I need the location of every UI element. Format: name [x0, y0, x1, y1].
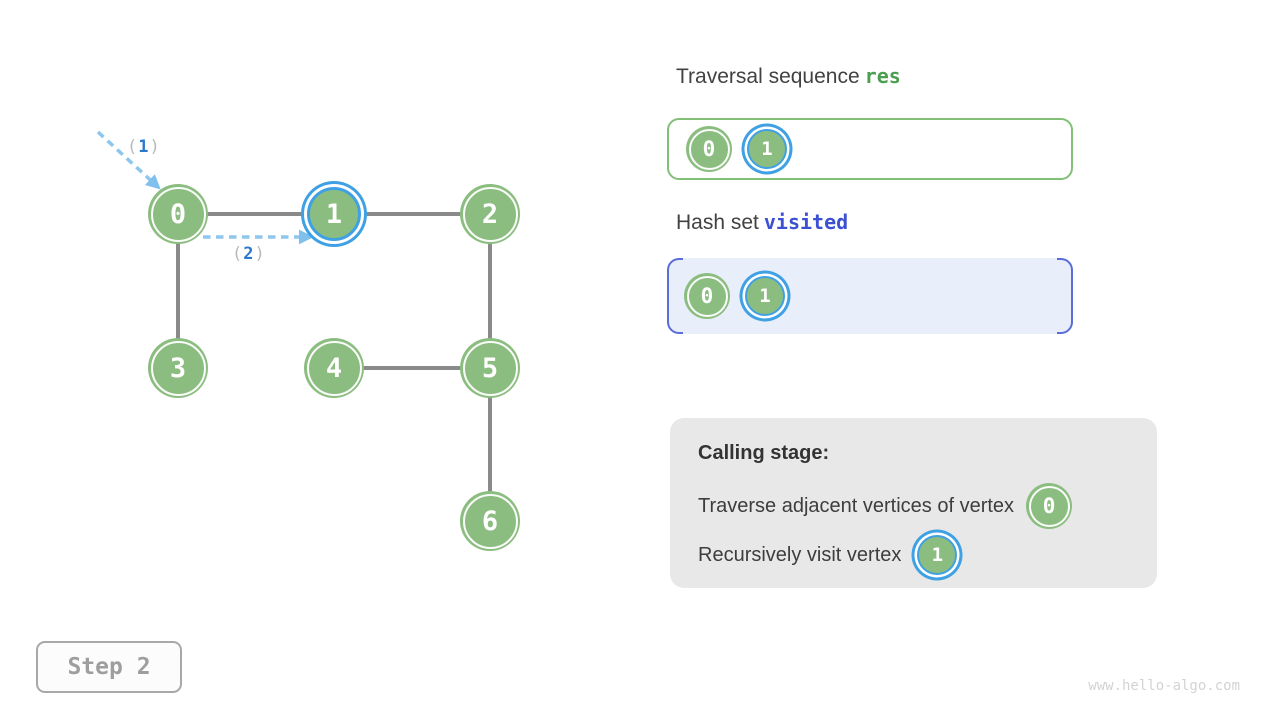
hash-set-item-label: 1 [759, 285, 771, 307]
vertex-label: 6 [481, 505, 499, 537]
graph-vertex-1-highlighted: 1 [307, 187, 361, 241]
vertex-label: 2 [481, 198, 499, 230]
hash-set-item-label: 0 [700, 284, 714, 308]
graph-vertex-0: 0 [148, 184, 208, 244]
hash-set-label: Hash set [676, 211, 759, 234]
hash-set-box: 0 1 [667, 258, 1073, 334]
calling-stage-title: Calling stage: [698, 442, 830, 464]
watermark: www.hello-algo.com [1088, 678, 1240, 694]
calling-stage-line-1: Traverse adjacent vertices of vertex 0 [698, 482, 1129, 530]
calling-stage-vertex-0: 0 [1026, 483, 1073, 529]
arrow-order-label-2: (2) [232, 244, 266, 264]
calling-stage-vertex-1-highlighted: 1 [917, 535, 958, 575]
calling-stage-line-2: Recursively visit vertex 1 [698, 531, 1129, 579]
graph-vertex-3: 3 [148, 338, 208, 398]
traversal-arrow-1 [96, 130, 161, 190]
hash-set-item-1-highlighted: 1 [745, 276, 785, 316]
sequence-item-1-highlighted: 1 [747, 129, 787, 169]
arrow-order-label-1: (1) [127, 137, 161, 157]
step-indicator-label: Step 2 [67, 654, 151, 680]
res-variable-name: res [864, 64, 901, 88]
sequence-item-label: 1 [761, 138, 773, 160]
vertex-label: 1 [325, 198, 343, 230]
graph-vertex-5: 5 [460, 338, 520, 398]
traversal-sequence-box: 0 1 [667, 118, 1073, 180]
calling-stage-line-1-text: Traverse adjacent vertices of vertex [698, 494, 1015, 517]
calling-stage-line-2-text: Recursively visit vertex [698, 543, 902, 566]
vertex-label: 3 [169, 352, 187, 384]
step-indicator: Step 2 [36, 641, 182, 693]
vertex-label: 1 [931, 544, 944, 566]
graph-vertex-2: 2 [460, 184, 520, 244]
hash-set-item-0: 0 [684, 273, 730, 319]
vertex-label: 5 [481, 352, 499, 384]
visited-variable-name: visited [763, 210, 849, 234]
traversal-sequence-label: Traversal sequence [676, 65, 860, 88]
graph-vertex-4: 4 [304, 338, 364, 398]
vertex-label: 4 [325, 352, 343, 384]
sequence-item-0: 0 [686, 126, 732, 172]
graph-vertex-6: 6 [460, 491, 520, 551]
vertex-label: 0 [1042, 494, 1056, 518]
sequence-item-label: 0 [702, 137, 716, 161]
calling-stage-box: Calling stage: Traverse adjacent vertice… [670, 418, 1157, 588]
vertex-label: 0 [169, 198, 187, 230]
